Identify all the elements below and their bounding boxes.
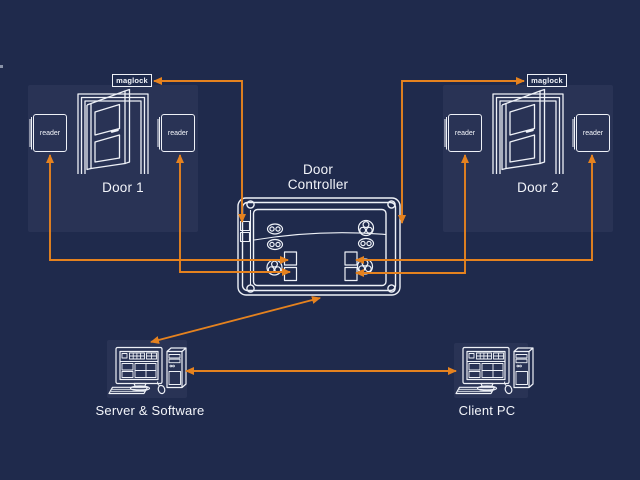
client-label: Client PC	[458, 403, 516, 418]
wire-controller-to-server	[150, 296, 321, 344]
maglock-label: maglock	[531, 76, 563, 85]
door1-left-reader-box: reader	[33, 114, 67, 152]
door1-maglock-box: maglock	[112, 74, 152, 87]
door-controller-label-line2: Controller	[287, 176, 349, 192]
reader-label: reader	[582, 129, 604, 137]
wire-controller-to-door2-maglock	[398, 77, 525, 224]
wire-door1-right-reader-to-controller	[176, 154, 291, 276]
wire-door1-left-reader-to-controller	[46, 154, 289, 264]
edge-artifact-tick	[0, 65, 3, 68]
server-label: Server & Software	[95, 403, 205, 418]
door-controller-label-line1: Door	[302, 162, 334, 177]
maglock-label: maglock	[116, 76, 148, 85]
door2-maglock-box: maglock	[527, 74, 567, 87]
wire-door1-maglock-to-controller	[153, 77, 246, 223]
reader-label: reader	[39, 129, 61, 137]
door2-right-reader-box: reader	[576, 114, 610, 152]
wire-door2-left-reader-to-controller	[355, 154, 469, 277]
wire-door2-right-reader-to-controller	[355, 154, 596, 264]
door-controller-label: Door Controller	[258, 162, 378, 192]
